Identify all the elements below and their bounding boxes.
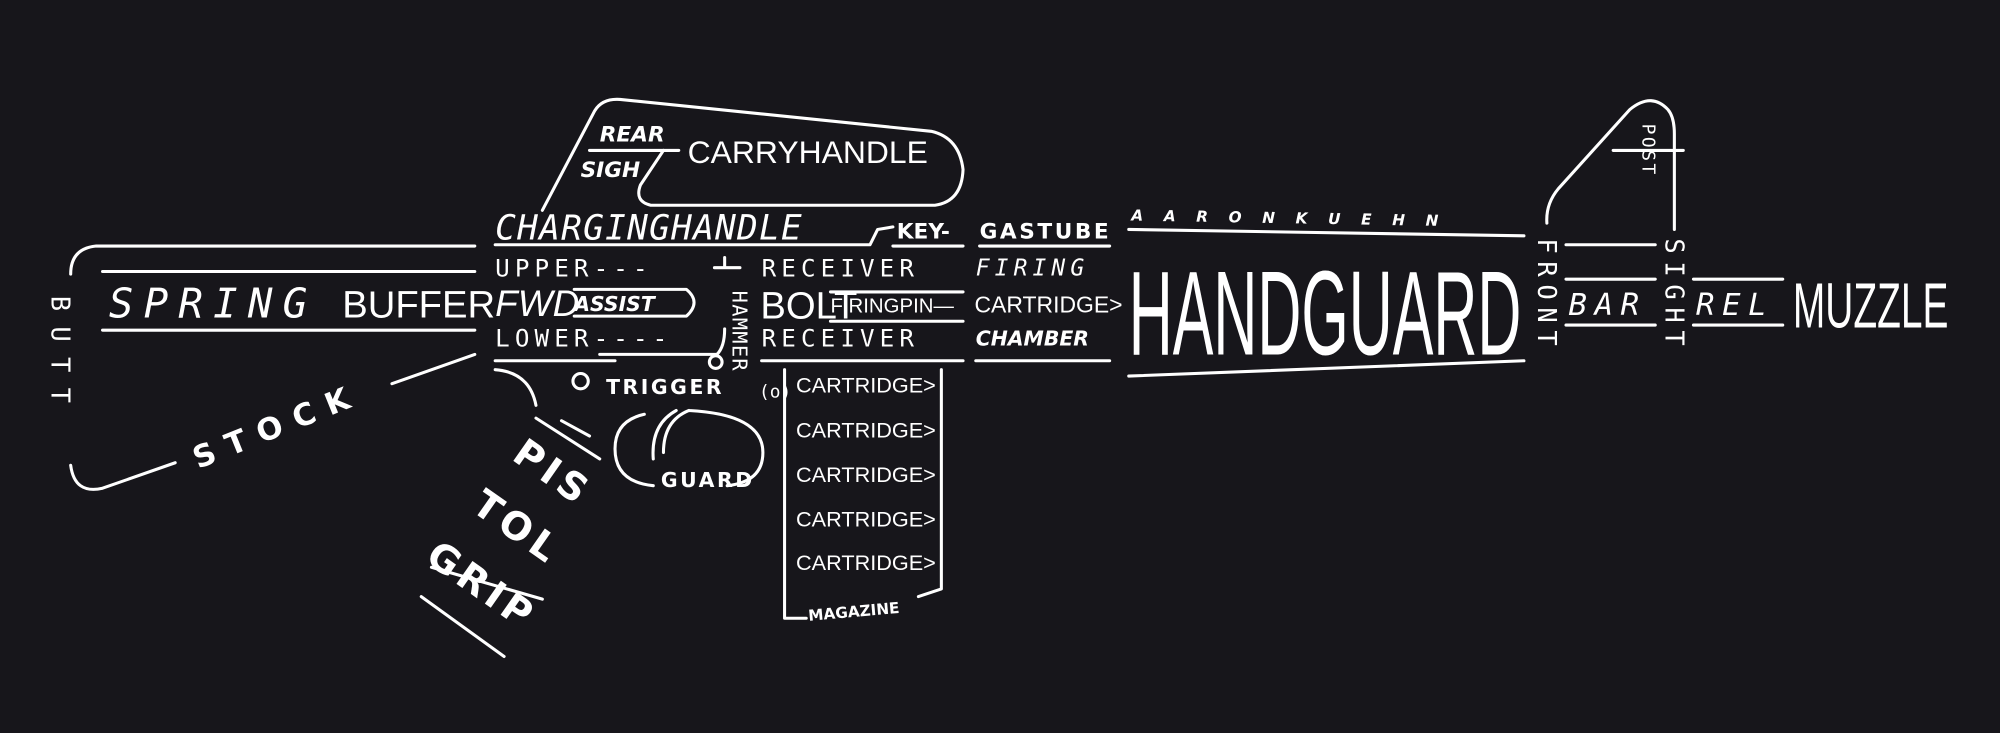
cartridge-chamber-label: CARTRIDGE> (975, 291, 1123, 317)
magazine-pin-icon: (o) (759, 382, 791, 403)
butt-label: BUTT (45, 296, 75, 419)
carryhandle-label: CARRYHANDLE (688, 134, 928, 170)
barrel-section: POST FRONT SIGHT BAR REL MUZZLE (1531, 99, 1949, 353)
guard-label: GUARD (661, 468, 755, 492)
author-label: A A R O N K U E H N (1130, 207, 1446, 231)
trigger-section: TRIGGER GUARD PIS TOL GRIP (418, 368, 765, 659)
grip-lines (419, 416, 602, 659)
front-label: FRONT (1531, 238, 1561, 353)
magazine-cartridge: CARTRIDGE> (796, 373, 936, 398)
receiver-upper-label: RECEIVER (762, 255, 919, 283)
charginghandle-line (493, 225, 895, 247)
magazine-cartridge: CARTRIDGE> (796, 506, 936, 531)
receiver-lower-label: RECEIVER (762, 325, 919, 353)
muzzle-label: MUZZLE (1793, 270, 1949, 342)
handguard-label: HANDGUARD (1129, 247, 1522, 380)
post-label: POST (1637, 124, 1658, 177)
front-sight-outline (1545, 99, 1676, 231)
spring-label: SPRING (109, 279, 318, 327)
stock-lower-line (390, 352, 477, 386)
receiver-section: CHARGINGHANDLE KEY- GASTUBE UPPER--- REC… (493, 209, 1123, 372)
handguard-section: A A R O N K U E H N HANDGUARD (1127, 207, 1526, 380)
handguard-bottom-line (1127, 359, 1526, 378)
stock-bottom (69, 461, 177, 491)
assist-label: ASSIST (572, 292, 657, 316)
lower-label: LOWER---- (495, 325, 672, 353)
stock-label: STOCK (188, 377, 367, 476)
magazine-cartridge: CARTRIDGE> (796, 462, 936, 487)
rel-label: REL (1696, 288, 1774, 323)
trigger-guard (613, 408, 765, 488)
bar-label: BAR (1569, 288, 1647, 323)
gastube-label: GASTUBE (980, 219, 1112, 244)
trigger-pin-icon (571, 371, 590, 391)
magazine-cartridge: CARTRIDGE> (796, 417, 936, 442)
fwd-label: FWD (495, 283, 579, 324)
sight-label: SIGHT (1658, 238, 1688, 353)
sigh-label: SIGH (581, 158, 641, 183)
handguard-top-line (1127, 227, 1526, 238)
assist-outline (572, 287, 696, 318)
upper-label: UPPER--- (495, 255, 652, 283)
key-label: KEY- (897, 219, 950, 244)
charginghandle-label: CHARGINGHANDLE (495, 209, 803, 249)
rear-label: REAR (600, 123, 665, 148)
stock-outline (69, 244, 477, 276)
chamber-label: CHAMBER (976, 326, 1089, 350)
stock-section: BUTT SPRING BUFFER STOCK (45, 244, 495, 491)
magazine-cartridge: CARTRIDGE> (796, 550, 936, 575)
carryhandle-section: REAR SIGH CARRYHANDLE (540, 97, 965, 212)
magazine-section: (o) CARTRIDGE> CARTRIDGE> CARTRIDGE> CAR… (759, 368, 943, 625)
hammer-label: HAMMER (727, 291, 751, 372)
magazine-outline (783, 368, 943, 620)
firingpin-label: FIRINGPIN— (830, 295, 954, 317)
magazine-label: MAGAZINE (808, 599, 901, 625)
trigger-label: TRIGGER (606, 375, 724, 399)
carryhandle-outline (540, 97, 965, 212)
firing-label: FIRING (976, 255, 1089, 281)
buffer-label: BUFFER (342, 283, 495, 326)
grip-curve (493, 368, 538, 407)
hammer-pivot-icon (707, 354, 724, 370)
